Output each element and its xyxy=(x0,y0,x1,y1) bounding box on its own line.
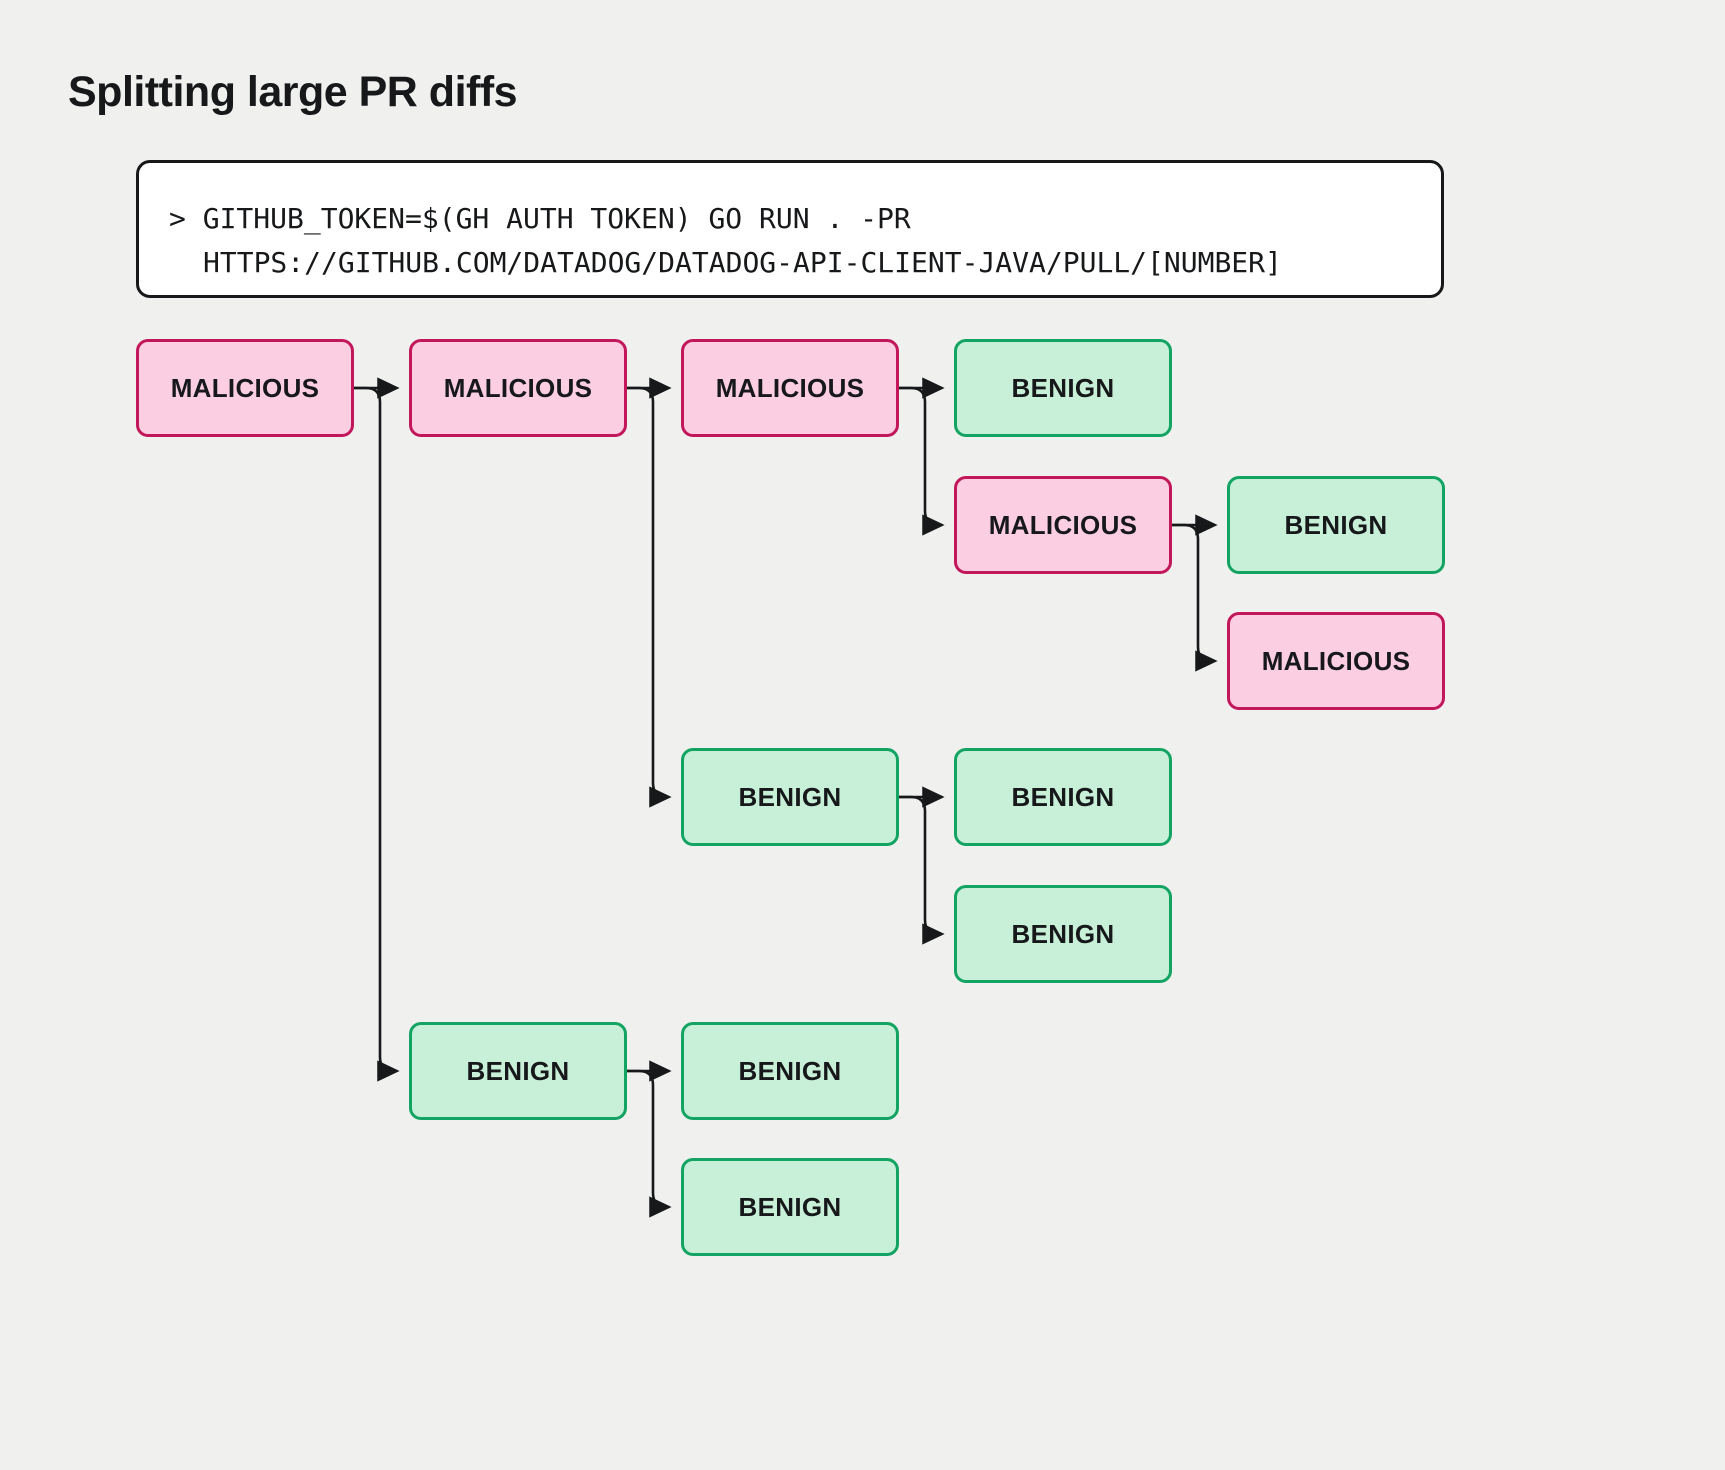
node-benign-b7[interactable]: BENIGN xyxy=(681,1022,899,1120)
node-label: MALICIOUS xyxy=(443,372,593,403)
edge-b3-to-b5 xyxy=(899,795,945,945)
node-benign-b4[interactable]: BENIGN xyxy=(954,748,1172,846)
edge-m3-to-m4 xyxy=(899,386,945,536)
node-label: BENIGN xyxy=(738,781,842,812)
edge-m1-to-b6 xyxy=(354,386,400,1082)
edge-m2-to-b3 xyxy=(627,386,672,808)
node-label: BENIGN xyxy=(1284,509,1388,540)
node-label: BENIGN xyxy=(1011,372,1115,403)
node-label: BENIGN xyxy=(738,1191,842,1222)
node-label: MALICIOUS xyxy=(1261,645,1411,676)
node-label: BENIGN xyxy=(738,1055,842,1086)
node-malicious-m1[interactable]: MALICIOUS xyxy=(136,339,354,437)
node-benign-b2[interactable]: BENIGN xyxy=(1227,476,1445,574)
node-label: BENIGN xyxy=(1011,781,1115,812)
node-label: BENIGN xyxy=(1011,918,1115,949)
node-label: MALICIOUS xyxy=(715,372,865,403)
node-label: BENIGN xyxy=(466,1055,570,1086)
command-line-2: HTTPS://GITHUB.COM/DATADOG/DATADOG-API-C… xyxy=(203,246,1282,279)
node-malicious-m4[interactable]: MALICIOUS xyxy=(954,476,1172,574)
edge-m4-to-m5 xyxy=(1172,523,1218,672)
node-benign-b1[interactable]: BENIGN xyxy=(954,339,1172,437)
edge-b6-to-b8 xyxy=(627,1069,672,1218)
node-malicious-m3[interactable]: MALICIOUS xyxy=(681,339,899,437)
terminal-command-box: > GITHUB_TOKEN=$(GH AUTH TOKEN) GO RUN .… xyxy=(136,160,1444,298)
node-benign-b6[interactable]: BENIGN xyxy=(409,1022,627,1120)
node-malicious-m5[interactable]: MALICIOUS xyxy=(1227,612,1445,710)
node-malicious-m2[interactable]: MALICIOUS xyxy=(409,339,627,437)
page-title: Splitting large PR diffs xyxy=(68,68,518,116)
node-label: MALICIOUS xyxy=(170,372,320,403)
node-benign-b8[interactable]: BENIGN xyxy=(681,1158,899,1256)
node-benign-b3[interactable]: BENIGN xyxy=(681,748,899,846)
node-label: MALICIOUS xyxy=(988,509,1138,540)
command-line-1: > GITHUB_TOKEN=$(GH AUTH TOKEN) GO RUN .… xyxy=(169,202,911,235)
node-benign-b5[interactable]: BENIGN xyxy=(954,885,1172,983)
